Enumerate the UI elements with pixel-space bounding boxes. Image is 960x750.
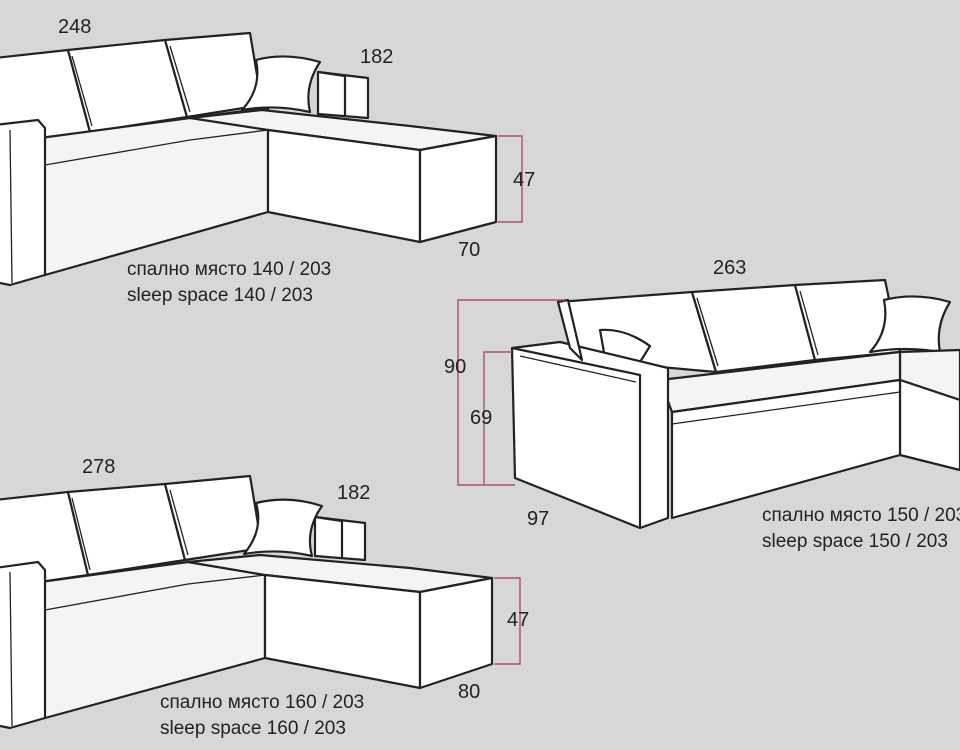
sofa-2-caption-en: sleep space 150 / 203 [762, 531, 948, 552]
sofa-3-caption-en: sleep space 160 / 203 [160, 718, 346, 739]
sofa-2-height-label: 90 [444, 356, 466, 378]
sofa-1-caption-en: sleep space 140 / 203 [127, 285, 313, 306]
sofa-2-armrest-label: 69 [470, 407, 492, 429]
sofa-3-drawing [0, 474, 494, 730]
sofa-3-dimension-lines [494, 577, 521, 665]
sofa-1-caption-bg: спално място 140 / 203 [127, 259, 331, 280]
sofa-2-caption-bg: спално място 150 / 203 [762, 505, 960, 526]
sofa-2-depth-label: 97 [527, 508, 549, 530]
sofa-3-seat-label: 80 [458, 681, 480, 703]
sofa-1-width-label: 248 [58, 16, 91, 38]
sofa-3-width-label: 278 [82, 456, 115, 478]
sofa-2-drawing [510, 278, 960, 530]
sofa-3-depth-label: 182 [337, 482, 370, 504]
sofa-1-depth-label: 182 [360, 46, 393, 68]
sofa-2-dimension-lines [457, 299, 565, 486]
sofa-3-height-label: 47 [507, 609, 529, 631]
sofa-1-height-label: 47 [513, 169, 535, 191]
sofa-1-dimension-lines [498, 135, 523, 223]
sofa-2-width-label: 263 [713, 257, 746, 279]
sofa-3-caption-bg: спално място 160 / 203 [160, 692, 364, 713]
sofa-1-seat-label: 70 [458, 239, 480, 261]
sofa-1-drawing [0, 31, 498, 287]
